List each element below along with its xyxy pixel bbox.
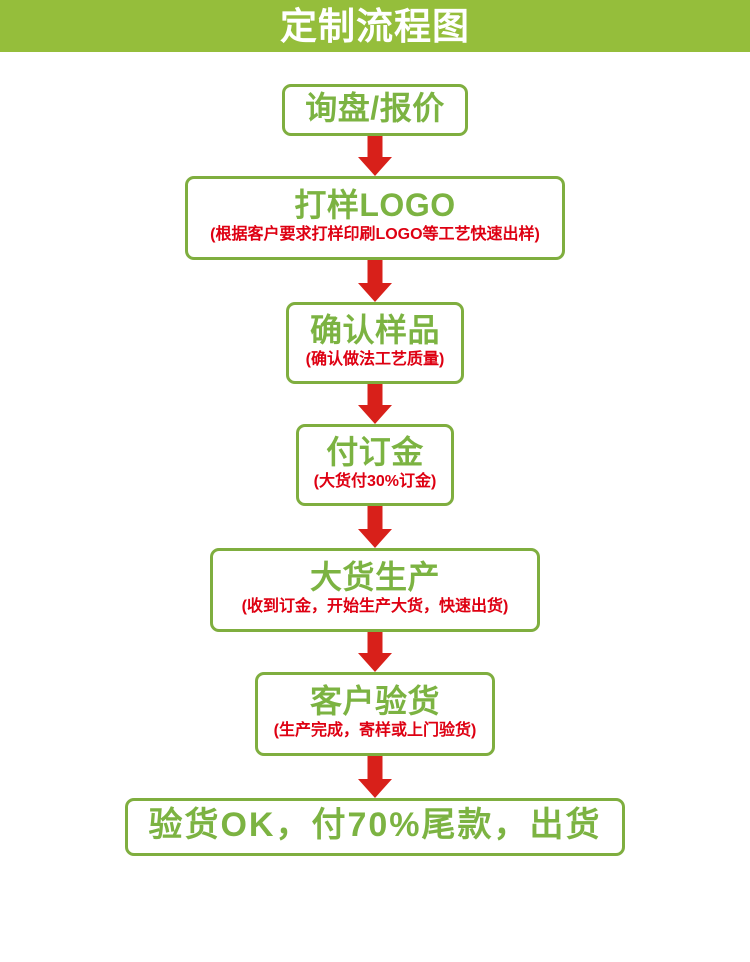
flow-step-3[interactable]: 确认样品 (确认做法工艺质量)	[286, 302, 464, 384]
arrow-stem	[367, 260, 383, 284]
flow-step-2[interactable]: 打样LOGO (根据客户要求打样印刷LOGO等工艺快速出样)	[185, 176, 565, 260]
flow-step-4-title: 付订金	[326, 434, 424, 471]
arrow-stem	[367, 384, 383, 406]
arrow-head	[358, 157, 392, 176]
arrow-stem	[367, 756, 383, 780]
arrow-head	[358, 529, 392, 548]
flow-container: 询盘/报价 打样LOGO (根据客户要求打样印刷LOGO等工艺快速出样) 确认样…	[0, 52, 750, 962]
arrow-stem	[367, 632, 383, 654]
arrow-down-icon	[358, 632, 392, 672]
flow-step-1[interactable]: 询盘/报价	[282, 84, 468, 136]
flow-step-6[interactable]: 客户验货 (生产完成，寄样或上门验货)	[255, 672, 495, 756]
flow-step-5[interactable]: 大货生产 (收到订金，开始生产大货，快速出货)	[210, 548, 540, 632]
flow-step-6-subtitle: (生产完成，寄样或上门验货)	[273, 722, 477, 740]
arrow-down-icon	[358, 506, 392, 548]
flow-step-3-subtitle: (确认做法工艺质量)	[305, 351, 445, 369]
flow-step-2-subtitle: (根据客户要求打样印刷LOGO等工艺快速出样)	[210, 226, 540, 244]
arrow-head	[358, 779, 392, 798]
flow-step-2-title: 打样LOGO	[294, 187, 456, 224]
flow-step-4-subtitle: (大货付30%订金)	[313, 473, 437, 491]
flow-step-3-title: 确认样品	[309, 312, 440, 349]
arrow-head	[358, 405, 392, 424]
arrow-down-icon	[358, 260, 392, 302]
flow-step-5-subtitle: (收到订金，开始生产大货，快速出货)	[241, 598, 509, 616]
flow-step-5-title: 大货生产	[309, 559, 440, 596]
arrow-down-icon	[358, 756, 392, 798]
arrow-down-icon	[358, 384, 392, 424]
flow-step-7[interactable]: 验货OK，付70%尾款，出货	[125, 798, 625, 856]
arrow-stem	[367, 506, 383, 530]
page-title: 定制流程图	[280, 5, 470, 47]
arrow-head	[358, 653, 392, 672]
flow-step-1-title: 询盘/报价	[305, 89, 445, 126]
header-band: 定制流程图	[0, 0, 750, 52]
arrow-stem	[367, 136, 383, 158]
arrow-head	[358, 283, 392, 302]
flow-step-6-title: 客户验货	[309, 683, 440, 720]
arrow-down-icon	[358, 136, 392, 176]
flow-step-7-title: 验货OK，付70%尾款，出货	[148, 806, 602, 845]
flow-step-4[interactable]: 付订金 (大货付30%订金)	[296, 424, 454, 506]
